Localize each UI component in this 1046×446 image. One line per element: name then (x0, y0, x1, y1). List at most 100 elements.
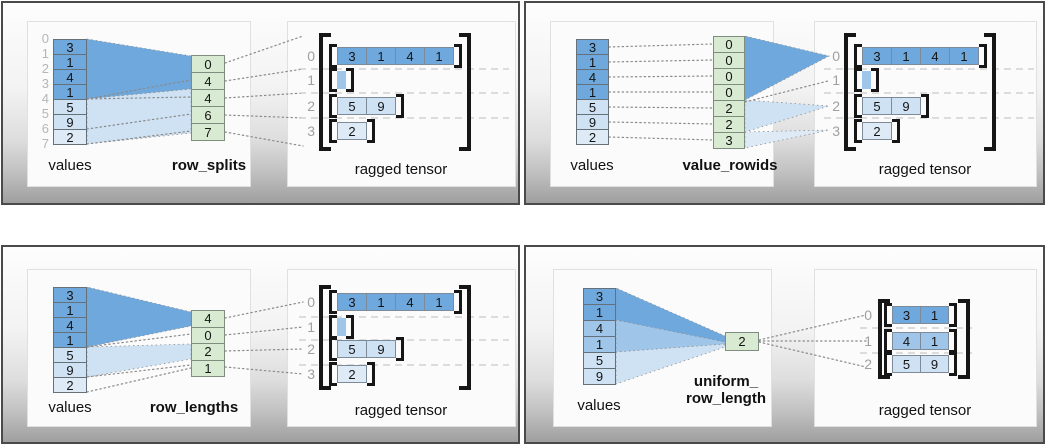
values-cell: 9 (583, 368, 616, 385)
values-cell: 4 (583, 320, 616, 337)
row-partition-cell: 0 (191, 326, 225, 344)
tensor-label: ragged tensor (878, 161, 972, 178)
values-boundary-index: 3 (41, 76, 49, 91)
values-cell: 1 (53, 54, 87, 70)
values-cell: 1 (576, 84, 609, 100)
row-partition-cell: 0 (191, 55, 225, 73)
tensor-cell: 4 (892, 332, 921, 350)
values-cell: 5 (583, 352, 616, 369)
values-label: values (48, 157, 92, 174)
tensor-label: ragged tensor (354, 161, 448, 178)
tensor-cell: 1 (366, 47, 396, 65)
matrix-bracket-left (319, 33, 331, 151)
matrix-bracket-left (878, 299, 890, 379)
values-cell: 5 (53, 99, 87, 115)
row-partition-cell: 4 (191, 72, 225, 90)
row-bracket-left (329, 94, 337, 118)
values-cell: 3 (576, 39, 609, 55)
row-partition-cell: 2 (713, 116, 745, 133)
values-cell: 4 (53, 317, 87, 333)
tensor-row-index: 1 (832, 72, 840, 88)
row-partition-cell: 2 (725, 332, 759, 351)
row-bracket-left (329, 44, 337, 68)
values-cell: 1 (53, 84, 87, 100)
values-cell: 3 (53, 39, 87, 55)
values-label: values (570, 157, 614, 174)
tensor-cell: 9 (891, 97, 921, 115)
method-label: row_splits (139, 157, 279, 174)
tensor-cell: 4 (920, 47, 950, 65)
values-boundary-index: 0 (41, 31, 49, 46)
tensor-row-index: 2 (832, 98, 840, 114)
values-cell: 5 (53, 347, 87, 363)
tensor-cell: 4 (395, 47, 425, 65)
tensor-cell: 1 (949, 47, 979, 65)
row-bracket-left (854, 44, 862, 68)
row-bracket-right (396, 337, 404, 361)
values-boundary-index: 5 (41, 106, 49, 121)
row-bracket-left (329, 68, 337, 92)
row-bracket-right (367, 362, 375, 386)
row-partition-cell: 2 (191, 343, 225, 361)
tensor-cell: 1 (424, 47, 454, 65)
tensor-label: ragged tensor (878, 402, 972, 419)
values-label: values (48, 399, 92, 416)
row-bracket-left (884, 329, 892, 353)
tensor-cell: 2 (337, 122, 367, 140)
values-cell: 1 (583, 336, 616, 353)
row-partition-cell: 4 (191, 310, 225, 328)
row-bracket-right (454, 44, 462, 68)
row-bracket-right (979, 44, 987, 68)
tensor-cell: 1 (366, 293, 396, 311)
tensor-cell: 5 (337, 340, 367, 358)
empty-row-fill (862, 71, 871, 89)
tensor-cell: 5 (337, 97, 367, 115)
tensor-cell: 4 (395, 293, 425, 311)
row-bracket-right (346, 68, 354, 92)
row-bracket-left (329, 315, 337, 339)
values-cell: 3 (53, 287, 87, 303)
values-cell: 9 (576, 114, 609, 130)
tensor-label: ragged tensor (354, 402, 448, 419)
values-boundary-index: 1 (41, 46, 49, 61)
matrix-bracket-right (459, 285, 471, 390)
values-cell: 5 (576, 99, 609, 115)
tensor-cell: 1 (424, 293, 454, 311)
row-bracket-left (884, 303, 892, 327)
values-cell: 2 (53, 377, 87, 393)
values-boundary-index: 2 (41, 61, 49, 76)
tensor-row-index: 0 (307, 294, 315, 310)
empty-row-fill (337, 71, 346, 89)
row-partition-cell: 7 (191, 123, 225, 141)
matrix-bracket-right (459, 33, 471, 151)
method-label-line: value_rowids (682, 157, 778, 174)
row-bracket-right (454, 290, 462, 314)
tensor-card (814, 21, 1037, 187)
row-bracket-left (884, 352, 892, 376)
row-bracket-left (854, 119, 862, 143)
tensor-row-index: 3 (307, 123, 315, 139)
values-cell: 3 (583, 288, 616, 305)
row-bracket-right (949, 303, 957, 327)
tensor-cell: 2 (337, 365, 367, 383)
tensor-row-index: 1 (307, 319, 315, 335)
row-bracket-left (854, 94, 862, 118)
row-partition-cell: 1 (191, 359, 225, 377)
values-cell: 9 (53, 362, 87, 378)
tensor-cell: 1 (920, 306, 949, 324)
tensor-row-index: 0 (864, 307, 872, 323)
matrix-bracket-right (984, 33, 996, 151)
row-bracket-right (921, 94, 929, 118)
row-bracket-right (949, 329, 957, 353)
values-label: values (577, 397, 621, 414)
tensor-cell: 9 (920, 355, 949, 373)
tensor-cell: 3 (892, 306, 921, 324)
row-partition-cell: 6 (191, 106, 225, 124)
tensor-row-index: 2 (864, 356, 872, 372)
values-boundary-index: 7 (41, 136, 49, 151)
tensor-row-index: 3 (307, 366, 315, 382)
row-partition-cell: 3 (713, 132, 745, 149)
values-boundary-index: 4 (41, 91, 49, 106)
